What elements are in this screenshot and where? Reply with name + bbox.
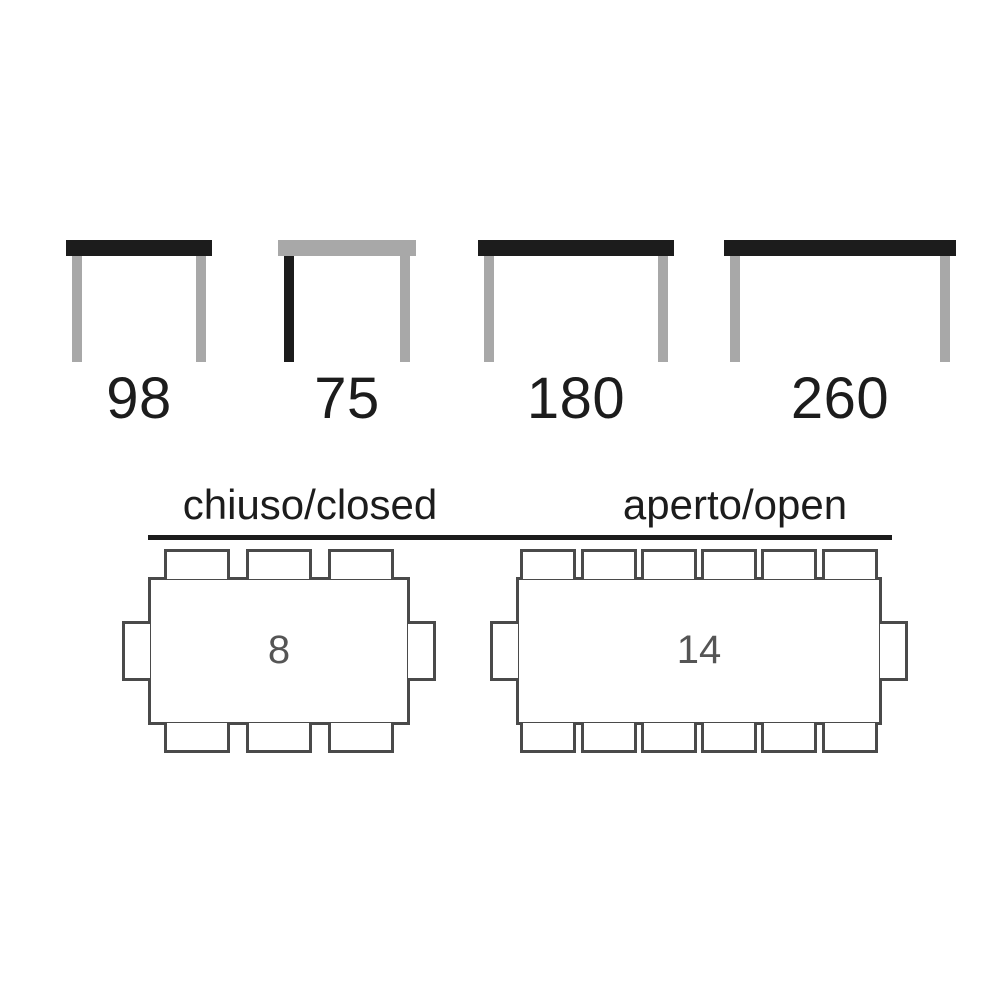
chair-bottom-6	[821, 723, 878, 753]
caption-aperto-open: aperto/open	[622, 481, 848, 528]
chair-right-1	[880, 621, 908, 681]
table-elevation-260	[724, 240, 956, 362]
table-leg-left-260	[730, 256, 740, 362]
chair-bottom-3	[328, 723, 394, 753]
plan-captions: chiuso/closed aperto/open	[0, 478, 1000, 534]
dimension-label-width-180: 180	[526, 366, 626, 431]
elevation-views	[0, 0, 1000, 380]
chair-bottom-5	[761, 723, 818, 753]
chair-bottom-1	[164, 723, 230, 753]
chair-top-1	[164, 549, 230, 579]
horizontal-divider-rule	[148, 535, 892, 540]
chair-right-1	[408, 621, 436, 681]
table-elevation-98	[66, 240, 212, 362]
table-top-surface-260	[724, 240, 956, 256]
dimension-labels: 98 75 180 260	[0, 368, 1000, 430]
table-elevation-180	[478, 240, 674, 362]
table-leg-left-180	[484, 256, 494, 362]
chair-top-2	[246, 549, 312, 579]
dimension-label-width-260: 260	[790, 366, 890, 431]
caption-chiuso-closed: chiuso/closed	[182, 481, 438, 528]
seat-count-open: 14	[676, 628, 722, 672]
chair-bottom-4	[701, 723, 758, 753]
chair-bottom-3	[640, 723, 697, 753]
table-top-surface-75	[278, 240, 416, 256]
dimension-label-height-75: 75	[314, 366, 380, 431]
dimension-label-height-98: 98	[106, 366, 172, 431]
chair-top-6	[821, 549, 878, 579]
chair-top-3	[328, 549, 394, 579]
chair-bottom-2	[580, 723, 637, 753]
chair-top-3	[640, 549, 697, 579]
table-top-surface-98	[66, 240, 212, 256]
chair-top-5	[761, 549, 818, 579]
plan-table-outline-closed: 8	[148, 577, 410, 725]
chair-top-1	[520, 549, 577, 579]
table-leg-right-260	[940, 256, 950, 362]
chair-bottom-2	[246, 723, 312, 753]
table-leg-left-98	[72, 256, 82, 362]
table-leg-right-180	[658, 256, 668, 362]
chair-top-4	[701, 549, 758, 579]
chair-bottom-1	[520, 723, 577, 753]
table-leg-right-75	[400, 256, 410, 362]
table-elevation-75	[278, 240, 416, 362]
chair-left-1	[490, 621, 518, 681]
table-top-surface-180	[478, 240, 674, 256]
table-leg-left-75	[284, 256, 294, 362]
chair-top-2	[580, 549, 637, 579]
chair-left-1	[122, 621, 150, 681]
table-leg-right-98	[196, 256, 206, 362]
seat-count-closed: 8	[267, 628, 291, 672]
plan-table-outline-open: 14	[516, 577, 882, 725]
